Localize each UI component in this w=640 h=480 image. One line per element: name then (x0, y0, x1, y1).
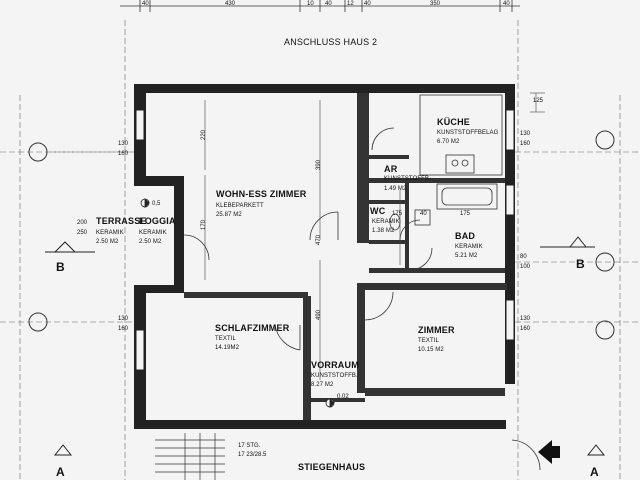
room-floor-terrasse: KERAMIK (96, 230, 124, 236)
plan-title: ANSCHLUSS HAUS 2 (284, 37, 378, 47)
dim-200: 200 (77, 220, 88, 226)
dim-220: 220 (201, 129, 207, 140)
bathtub (414, 183, 498, 226)
room-name-zimmer: ZIMMER (418, 325, 455, 335)
room-name-vorraum: VORRAUM (311, 360, 359, 370)
level-label-terrace: 0,5 (152, 201, 161, 207)
room-name-loggia: LOGGIA (139, 216, 176, 226)
room-name-schlaf: SCHLAFZIMMER (215, 323, 290, 333)
room-area-ar: 1.49 M2 (384, 186, 407, 192)
dim-100: 100 (520, 264, 531, 270)
dim-175b: 175 (460, 211, 471, 217)
room-floor-wc: KERAMIK (372, 219, 400, 225)
dim-130d: 130 (520, 316, 531, 322)
dim-390: 390 (316, 159, 322, 170)
room-name-ar: AR (384, 164, 398, 174)
top-dim-7: 350 (430, 1, 441, 7)
room-floor-vorraum: KUNSTSTOFFB. (311, 373, 358, 379)
room-name-bad: BAD (455, 231, 476, 241)
room-area-kueche: 6.70 M2 (437, 139, 460, 145)
room-name-wc: WC (370, 206, 386, 216)
room-name-wohn: WOHN-ESS ZIMMER (216, 189, 307, 199)
top-dim-1: 40 (142, 1, 149, 7)
section-markers (45, 236, 606, 456)
top-dim-6: 40 (364, 1, 371, 7)
room-area-bad: 5.21 M2 (455, 253, 478, 259)
axis-circles (28, 130, 615, 340)
room-area-loggia: 2.50 M2 (139, 239, 162, 245)
section-mark-left-b: B (56, 260, 65, 274)
dim-490: 490 (316, 309, 322, 320)
dim-175a: 175 (392, 211, 403, 217)
room-name-stiegen: STIEGENHAUS (298, 462, 366, 472)
dim-80: 80 (520, 254, 527, 260)
room-area-wohn: 25.87 M2 (216, 212, 242, 218)
top-dim-5: 12 (347, 1, 354, 7)
dim-160b: 160 (118, 326, 129, 332)
dim-470: 470 (316, 234, 322, 245)
top-dim-3: 10 (307, 1, 314, 7)
level-label-vorraum: 0.02 (337, 394, 349, 400)
room-area-terrasse: 2.50 M2 (96, 239, 119, 245)
room-area-wc: 1.38 M2 (372, 228, 395, 234)
dim-130a: 130 (118, 141, 129, 147)
section-mark-left-a: A (56, 465, 65, 479)
section-mark-right-b: B (576, 257, 585, 271)
windows (135, 109, 515, 371)
top-dim-4: 40 (325, 1, 332, 7)
interior-walls (184, 93, 507, 420)
room-floor-wohn: KLEBEPARKETT (216, 203, 264, 209)
room-floor-bad: KERAMIK (455, 244, 483, 250)
entrance-arrow-icon (538, 440, 560, 464)
dimension-lines (204, 92, 545, 380)
dim-160d: 160 (520, 326, 531, 332)
room-name-terrasse: TERRASSE (96, 216, 147, 226)
room-floor-kueche: KUNSTSTOFFBELAG (437, 130, 499, 136)
room-area-vorraum: 8.27 M2 (311, 382, 334, 388)
room-area-zimmer: 10.15 M2 (418, 347, 444, 353)
top-dimension-line (120, 0, 520, 12)
dim-250: 250 (77, 230, 88, 236)
room-floor-ar: KUNSTSTOFFB. (384, 176, 431, 182)
top-dim-8: 40 (503, 1, 510, 7)
room-floor-zimmer: TEXTIL (418, 338, 439, 344)
top-dim-2: 430 (225, 1, 236, 7)
level-markers (140, 198, 335, 408)
section-mark-right-a: A (590, 465, 599, 479)
dim-160a: 160 (118, 151, 129, 157)
dim-40: 40 (420, 211, 427, 217)
grid-axis-lines (0, 20, 640, 480)
dim-125: 125 (533, 98, 544, 104)
dim-130c: 130 (520, 131, 531, 137)
stair-count: 17 STG. (238, 443, 261, 449)
room-floor-loggia: KERAMIK (139, 230, 167, 236)
dim-130b: 130 (118, 316, 129, 322)
stair-ratio: 17 23/28.5 (238, 452, 267, 458)
staircase (155, 433, 225, 480)
room-floor-schlaf: TEXTIL (215, 336, 236, 342)
dim-160c: 160 (520, 141, 531, 147)
dim-170: 170 (201, 219, 207, 230)
room-name-kueche: KÜCHE (437, 117, 471, 127)
room-area-schlaf: 14.19M2 (215, 345, 240, 351)
kitchen-counter (419, 94, 503, 176)
